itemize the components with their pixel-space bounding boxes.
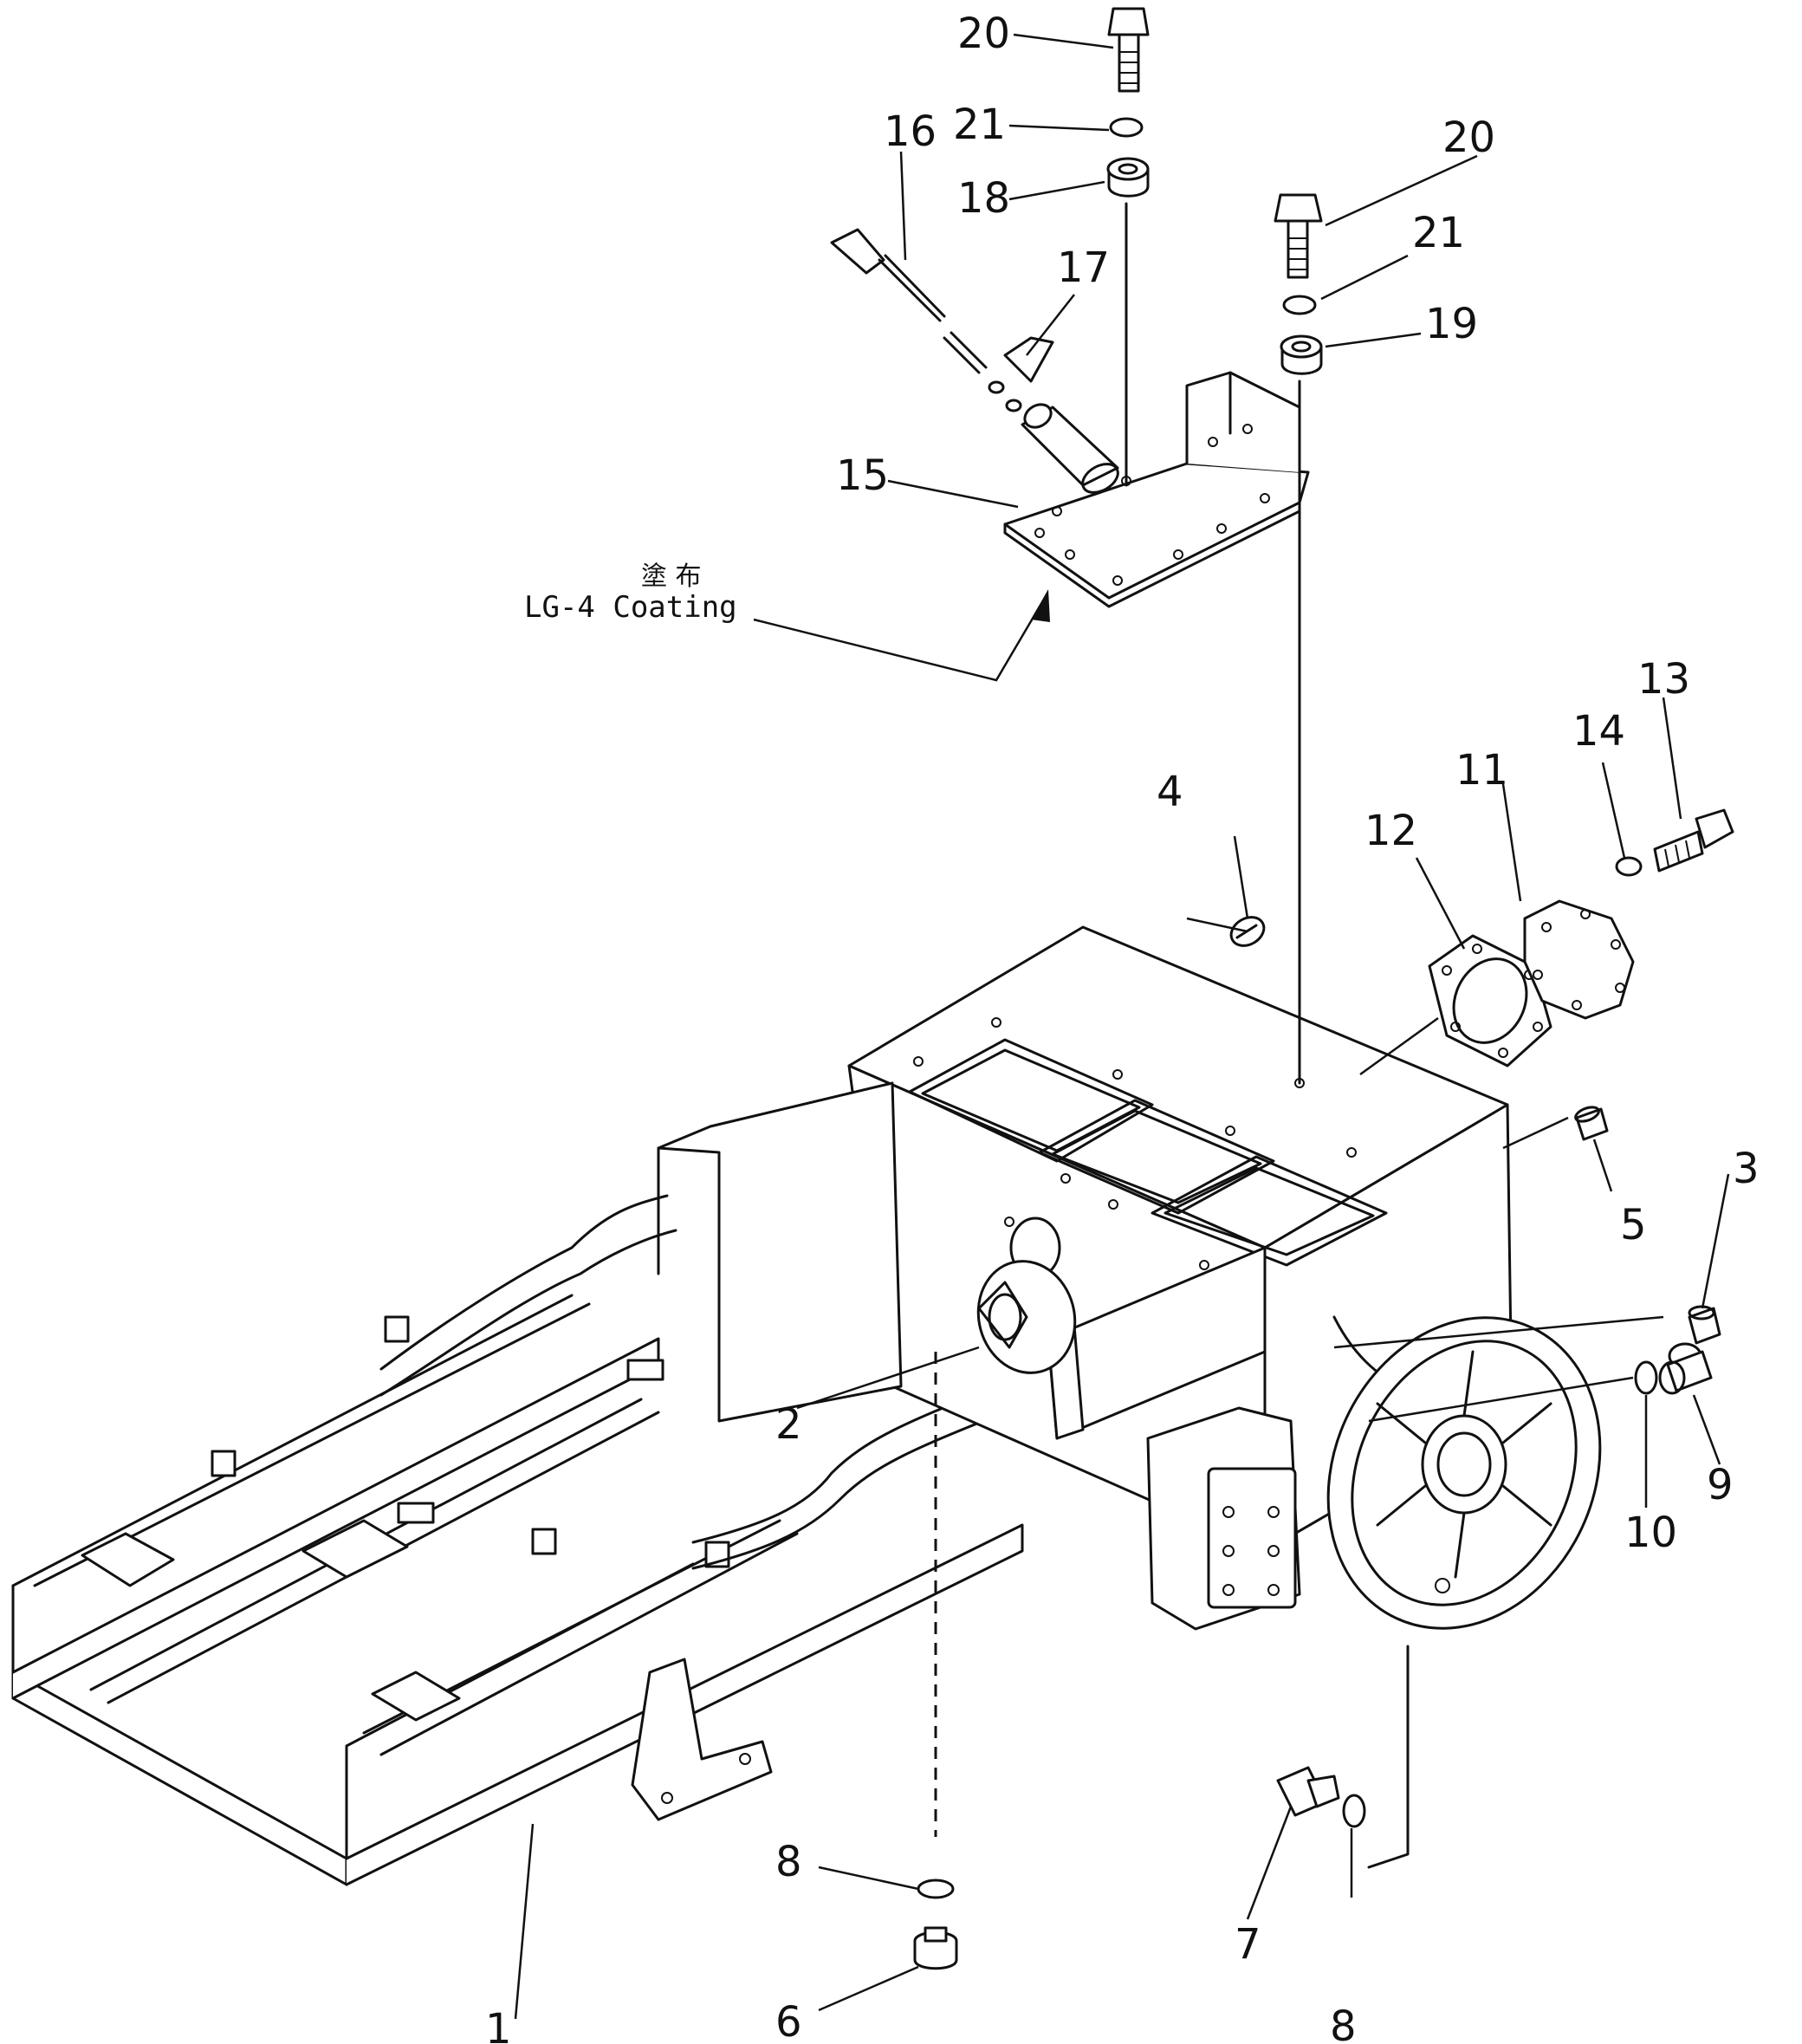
bushing-19: [1280, 334, 1323, 375]
o-ring-set: [988, 336, 1054, 412]
callout-14: 14: [1572, 707, 1625, 756]
callout-11: 11: [1455, 746, 1508, 795]
o-ring-10: [1634, 1360, 1658, 1395]
washer-21-left: [1109, 117, 1144, 138]
coating-note-cjk: 塗 布: [641, 561, 702, 592]
callout-16: 16: [884, 107, 937, 156]
callout-7: 7: [1235, 1920, 1261, 1969]
plug-5: [1574, 1106, 1609, 1141]
callout-10: 10: [1624, 1509, 1677, 1557]
callout-labels: 20 21 16 18 17 15 20 21 19 4 12 11 14 13…: [485, 10, 1760, 2044]
callout-17: 17: [1057, 243, 1110, 292]
callout-9: 9: [1707, 1461, 1734, 1509]
callout-21-left: 21: [953, 101, 1006, 149]
drain-plug-6: [913, 1926, 958, 1970]
washer-14: [1615, 856, 1643, 877]
callout-1: 1: [485, 2005, 512, 2044]
plug-3: [1688, 1305, 1721, 1345]
plug-9: [1658, 1342, 1713, 1395]
callout-8-right: 8: [1330, 2002, 1357, 2044]
callout-5: 5: [1620, 1201, 1647, 1249]
centerline-drain-7: [1367, 1645, 1410, 1869]
callout-19: 19: [1425, 300, 1478, 348]
coating-note: 塗 布 LG-4 Coating: [524, 561, 737, 625]
washer-21-right: [1282, 295, 1317, 315]
leader-lines: [514, 33, 1730, 2020]
callout-18: 18: [957, 174, 1010, 223]
coating-note-text: LG-4 Coating: [524, 590, 737, 625]
drain-plug-7: [1276, 1766, 1340, 1817]
bolt-20-right: [1274, 193, 1323, 279]
callout-12: 12: [1364, 807, 1417, 855]
callout-4: 4: [1157, 768, 1183, 816]
callout-20-left: 20: [957, 10, 1010, 58]
o-ring-8-left: [917, 1879, 955, 1899]
main-frame: [11, 1194, 1024, 1886]
callout-8-left: 8: [775, 1838, 802, 1886]
breather-2: [976, 1260, 1077, 1374]
cover-11: [1523, 899, 1635, 1020]
cover-plate: [1003, 371, 1310, 608]
callout-2: 2: [775, 1400, 802, 1449]
callout-3: 3: [1733, 1145, 1760, 1193]
callout-21-right: 21: [1412, 209, 1465, 257]
dipstick: [830, 228, 988, 374]
bushing-18: [1106, 157, 1150, 198]
callout-13: 13: [1637, 655, 1690, 704]
callout-15: 15: [836, 451, 889, 500]
o-ring-8-right: [1342, 1794, 1366, 1828]
gasket-12: [1428, 934, 1552, 1067]
bolt-13: [1653, 808, 1734, 873]
callout-20-right: 20: [1442, 114, 1495, 162]
callout-6: 6: [775, 1998, 802, 2044]
bolt-20-left: [1107, 7, 1150, 93]
